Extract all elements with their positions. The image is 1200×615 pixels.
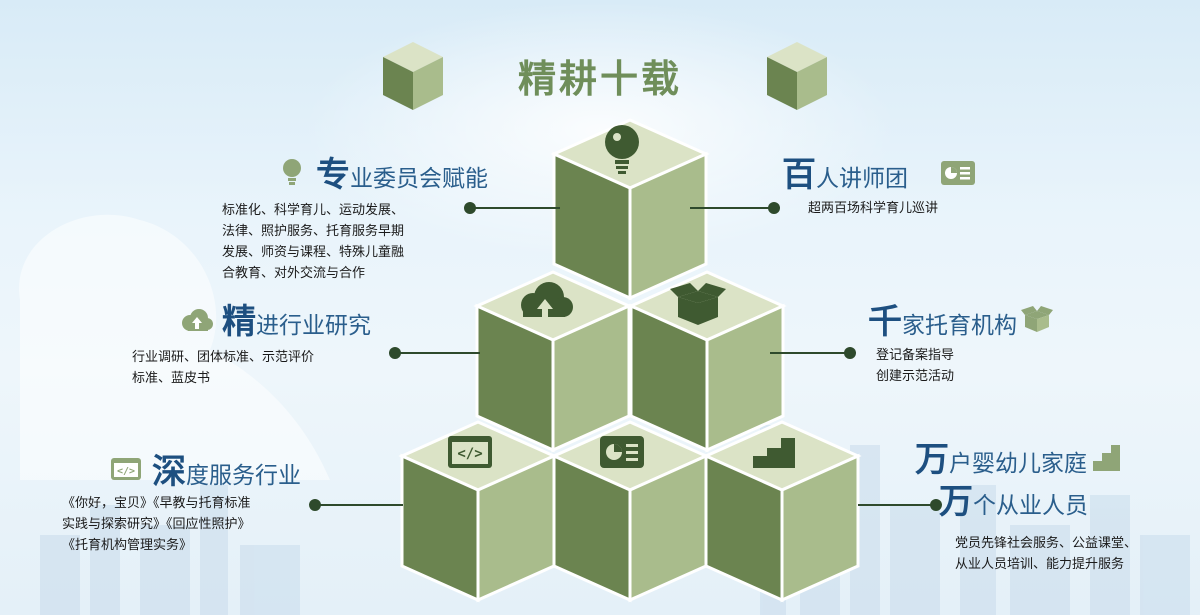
description: 《你好，宝贝》《早教与托育标准 实践与探索研究》《回应性照护》 《托育机构管理实… — [62, 493, 301, 556]
connector-jingjin — [398, 352, 480, 354]
stairs-small-icon — [1093, 445, 1120, 471]
heading-rest: 人讲师团 — [816, 166, 908, 192]
cloud-upload-small-icon — [182, 309, 213, 331]
item-qianjia: 千 家托育机构 登记备案指导 创建示范活动 — [868, 305, 1053, 387]
item-jingjin: 精 进行业研究 行业调研、团体标准、示范评价 标准、蓝皮书 — [132, 305, 371, 389]
description-line: 实践与探索研究》《回应性照护》 — [62, 517, 251, 532]
lightbulb-small-icon — [283, 159, 301, 185]
svg-text:</>: </> — [457, 446, 482, 462]
heading-initial: 专 — [316, 155, 350, 195]
connector-dot-zhuanye — [464, 202, 476, 214]
item-wanhu: 万 户婴幼儿家庭 万 个从业人员 党员先锋社会服务、公益课堂、 从业人员培训、能… — [915, 443, 1137, 575]
decorative-cube-left — [383, 42, 443, 110]
heading-initial: 万 — [939, 482, 973, 522]
presentation-icon — [600, 436, 644, 468]
description-line: 行业调研、团体标准、示范评价 — [132, 350, 315, 365]
description-line: 《你好，宝贝》《早教与托育标准 — [62, 496, 251, 511]
description-line: 标准、蓝皮书 — [132, 371, 211, 386]
connector-dot-jingjin — [389, 347, 401, 359]
description: 登记备案指导 创建示范活动 — [876, 345, 1053, 387]
code-window-icon: </> — [448, 436, 492, 468]
connector-dot-wanhu — [930, 499, 942, 511]
connector-shendu — [318, 504, 403, 506]
connector-zhuanye — [470, 207, 560, 209]
heading-rest: 进行业研究 — [256, 313, 371, 339]
description-line: 合教育、对外交流与合作 — [222, 266, 366, 281]
item-zhuanye: 专 业委员会赋能 标准化、科学育儿、运动发展、 法律、照护服务、托育服务早期 发… — [222, 158, 488, 284]
cloud-upload-icon — [521, 282, 573, 317]
description: 行业调研、团体标准、示范评价 标准、蓝皮书 — [132, 347, 371, 389]
heading-rest: 度服务行业 — [186, 463, 301, 489]
connector-dot-shendu — [309, 499, 321, 511]
heading-initial: 千 — [868, 302, 902, 342]
description-line: 登记备案指导 — [876, 348, 955, 363]
description-line: 发展、师资与课程、特殊儿童融 — [222, 245, 405, 260]
description-line: 党员先锋社会服务、公益课堂、 — [955, 536, 1138, 551]
decorative-cube-right — [767, 42, 827, 110]
lightbulb-icon — [605, 125, 639, 174]
description-line: 从业人员培训、能力提升服务 — [955, 557, 1125, 572]
item-bairen: 百 人讲师团 超两百场科学育儿巡讲 — [782, 158, 976, 219]
open-box-small-icon — [1021, 306, 1053, 332]
heading-initial: 精 — [222, 302, 256, 342]
description-line: 法律、照护服务、托育服务早期 — [222, 224, 405, 239]
code-window-small-icon: </> — [111, 458, 141, 480]
description: 党员先锋社会服务、公益课堂、 从业人员培训、能力提升服务 — [955, 533, 1137, 575]
open-box-icon — [670, 283, 726, 325]
heading-initial: 百 — [782, 155, 816, 195]
item-shendu: </> 深 度服务行业 《你好，宝贝》《早教与托育标准 实践与探索研究》《回应性… — [62, 455, 301, 556]
connector-dot-bairen — [768, 202, 780, 214]
description-line: 创建示范活动 — [876, 369, 955, 384]
heading-rest: 家托育机构 — [902, 313, 1017, 339]
connector-qianjia — [770, 352, 852, 354]
heading-rest: 业委员会赋能 — [350, 166, 488, 192]
description: 超两百场科学育儿巡讲 — [808, 198, 976, 219]
connector-dot-qianjia — [844, 347, 856, 359]
description-line: 《托育机构管理实务》 — [62, 538, 193, 553]
heading-initial: 万 — [915, 440, 949, 480]
description-line: 标准化、科学育儿、运动发展、 — [222, 203, 405, 218]
heading-initial: 深 — [152, 452, 186, 492]
presentation-small-icon — [941, 161, 975, 185]
child-silhouette — [19, 214, 331, 480]
description: 标准化、科学育儿、运动发展、 法律、照护服务、托育服务早期 发展、师资与课程、特… — [222, 200, 488, 284]
heading-rest: 户婴幼儿家庭 — [949, 451, 1087, 477]
heading-rest: 个从业人员 — [973, 493, 1088, 519]
svg-text:</>: </> — [117, 466, 135, 477]
connector-wanhu — [858, 504, 938, 506]
connector-bairen — [690, 207, 775, 209]
description-line: 超两百场科学育儿巡讲 — [808, 201, 939, 216]
page-title: 精耕十载 — [517, 56, 682, 101]
stairs-icon — [753, 438, 795, 468]
